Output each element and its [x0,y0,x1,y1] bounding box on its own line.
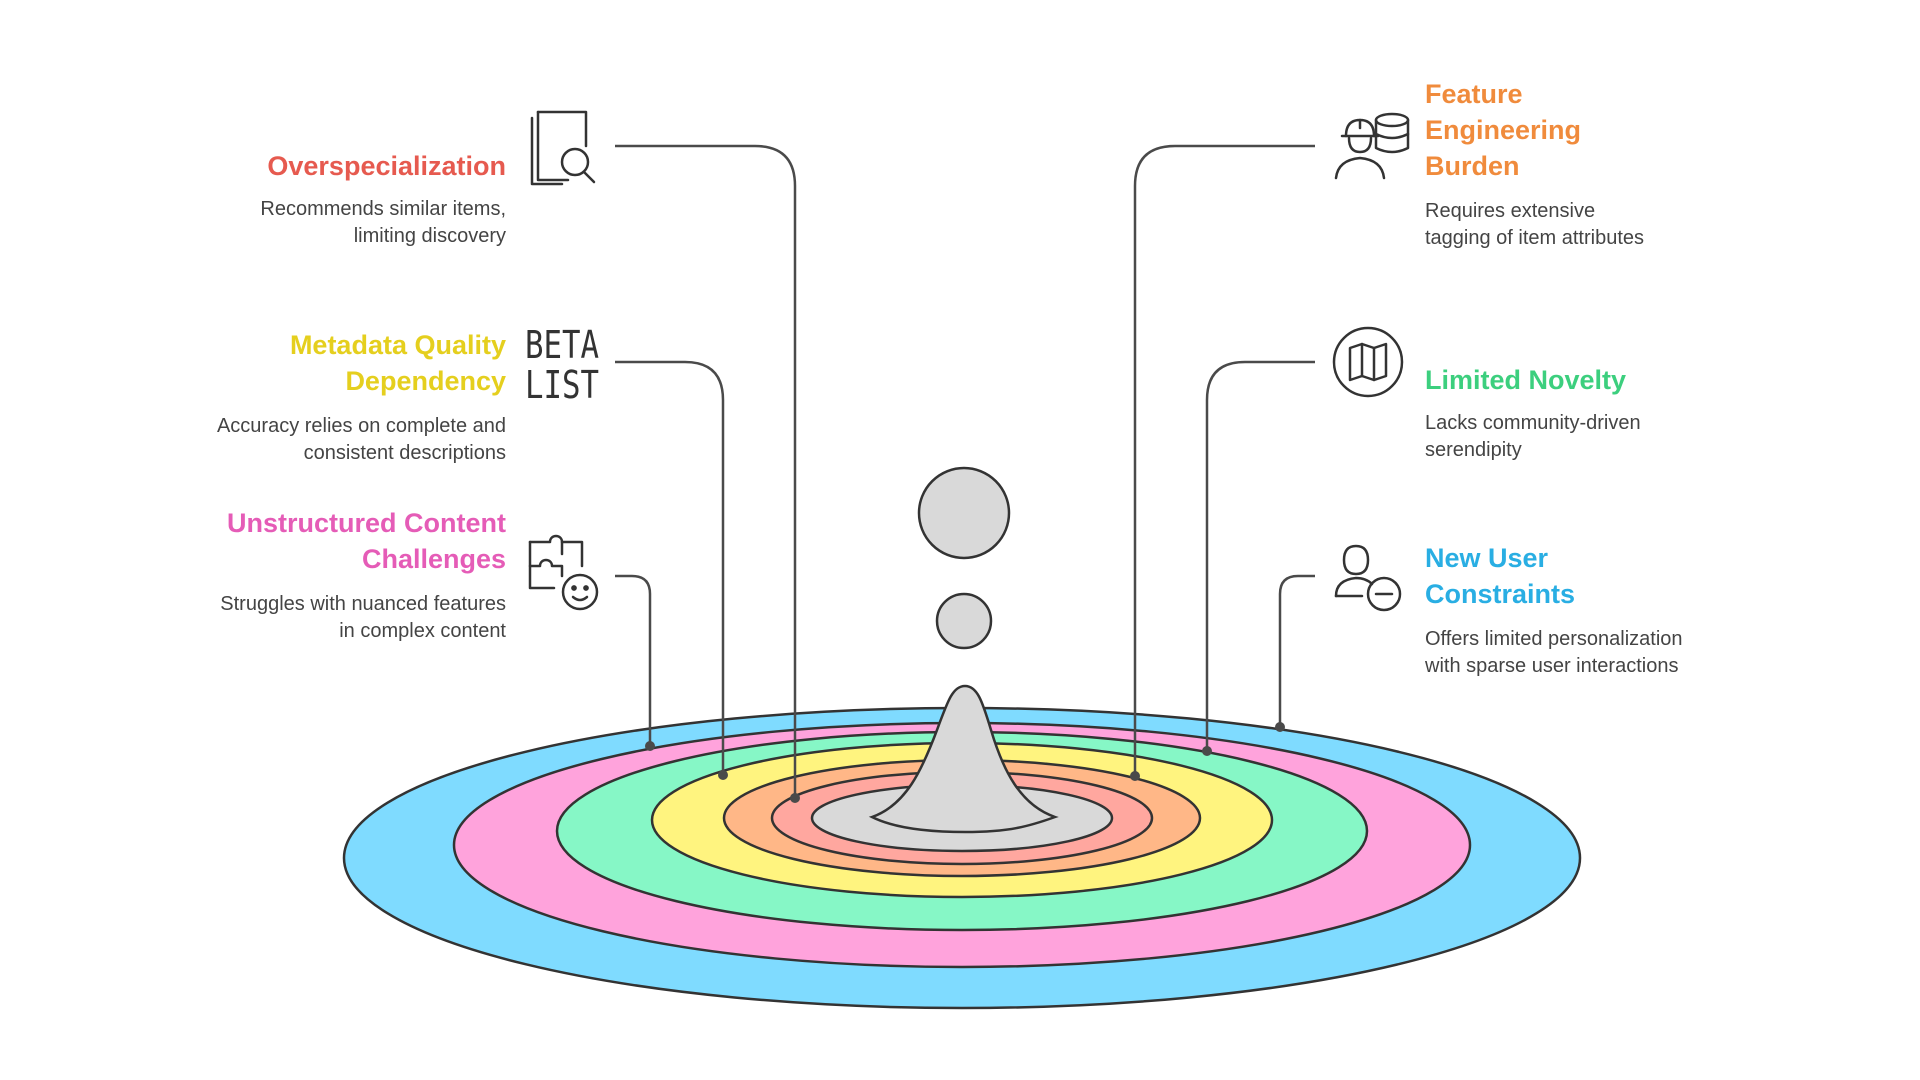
map-icon [1332,326,1404,398]
item-overspecialization: Overspecialization Recommends similar it… [216,148,506,250]
item-unstructured-content: Unstructured Content Challenges Struggle… [216,505,506,645]
item-description: Offers limited personalization with spar… [1425,628,1683,677]
connector-feature-engineering [1133,144,1315,775]
item-title: Unstructured Content Challenges [227,508,506,574]
connector-dot-metadata-quality [718,770,728,780]
item-title: Feature Engineering Burden [1425,79,1582,181]
connector-dot-limited-novelty [1202,746,1212,756]
item-description: Requires extensive tagging of item attri… [1425,200,1645,249]
item-title: Limited Novelty [1425,365,1627,395]
beta-list-icon: BETA LIST [525,323,599,407]
item-feature-engineering: Feature Engineering Burden Requires exte… [1425,76,1655,252]
item-title: New User Constraints [1425,543,1576,609]
connector-dot-feature-engineering [1130,771,1140,781]
connector-overspecialization [615,144,797,796]
droplet-small [935,592,993,650]
item-limited-novelty: Limited Novelty Lacks community-driven s… [1425,362,1715,464]
droplet-large [917,466,1011,560]
item-description: Lacks community-driven serendipity [1425,412,1641,461]
connector-dot-unstructured-content [645,741,655,751]
item-title: Overspecialization [267,151,506,181]
beta-list-icon-line-2: LIST [525,363,599,407]
item-title: Metadata Quality Dependency [289,330,506,396]
item-description: Struggles with nuanced features in compl… [220,593,506,642]
beta-list-icon-line-1: BETA [525,323,599,367]
item-metadata-quality: Metadata Quality Dependency Accuracy rel… [216,327,506,467]
user-remove-icon [1334,544,1402,612]
connector-dot-overspecialization [790,793,800,803]
connector-new-user [1278,574,1315,726]
item-new-user: New User Constraints Offers limited pers… [1425,540,1715,680]
item-description: Accuracy relies on complete and consiste… [216,415,506,464]
item-description: Recommends similar items, limiting disco… [260,198,506,247]
connector-metadata-quality [615,360,725,774]
connector-limited-novelty [1205,360,1315,750]
puzzle-face-icon [528,534,599,611]
engineer-database-icon [1334,112,1410,180]
book-search-icon [530,110,596,186]
connector-dot-new-user [1275,722,1285,732]
splash-peak [868,684,1059,834]
connector-unstructured-content [615,574,652,745]
